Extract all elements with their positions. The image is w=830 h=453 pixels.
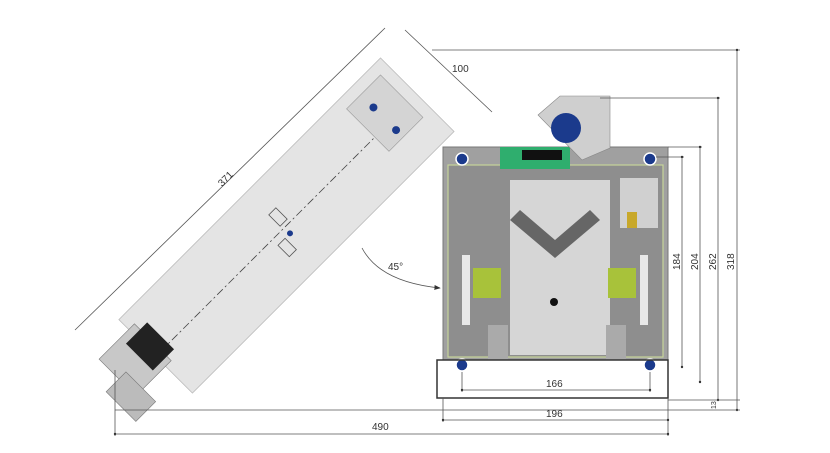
- dim-label-490: 490: [372, 422, 389, 433]
- motor-cap: [551, 113, 581, 143]
- center-hole: [550, 298, 558, 306]
- motor-mount: [105, 371, 157, 422]
- rail-left: [462, 255, 470, 325]
- slot: [268, 207, 288, 227]
- dim-label-166: 166: [546, 379, 563, 390]
- arm-head-block: [346, 74, 424, 152]
- main-machine: [436, 95, 669, 399]
- angle-label: 45°: [388, 262, 403, 273]
- horizontal-dimensions: 166 196 490: [113, 370, 670, 436]
- rail-right: [640, 255, 648, 325]
- rotated-arm: [98, 57, 455, 422]
- side-block: [620, 178, 658, 228]
- corner-bolt-icon: [455, 152, 469, 166]
- bolt-icon: [287, 230, 293, 237]
- base-outline: [436, 359, 669, 399]
- corner-bolt-icon: [643, 358, 657, 372]
- bolt-icon: [369, 103, 378, 112]
- dim-label-184: 184: [672, 253, 683, 270]
- dim-label-204: 204: [690, 253, 701, 270]
- motor: [125, 322, 175, 371]
- clamp-right: [608, 268, 636, 298]
- foot-left: [488, 325, 508, 360]
- foot-right: [606, 325, 626, 360]
- corner-bolt-icon: [455, 358, 469, 372]
- bolt-icon: [392, 126, 401, 135]
- dim-label-371: 371: [216, 169, 236, 189]
- corner-bolt-icon: [643, 152, 657, 166]
- dim-label-13: 13: [711, 401, 718, 409]
- dim-label-262: 262: [708, 253, 719, 270]
- vertical-dimensions: 184 204 262 318 13: [115, 48, 740, 412]
- yellow-part: [627, 212, 637, 228]
- arm-centerline: [137, 108, 404, 375]
- angle-arc: [361, 247, 441, 290]
- clamp-left: [473, 268, 501, 298]
- dim-label-318: 318: [726, 253, 737, 270]
- dim-line-100: [404, 29, 493, 113]
- connector: [522, 150, 562, 160]
- slot: [277, 237, 297, 258]
- dim-label-100: 100: [452, 64, 469, 75]
- dim-label-196: 196: [546, 409, 563, 420]
- v-guide: [510, 210, 600, 258]
- center-plate: [510, 180, 610, 355]
- dim-line-371: [74, 27, 386, 331]
